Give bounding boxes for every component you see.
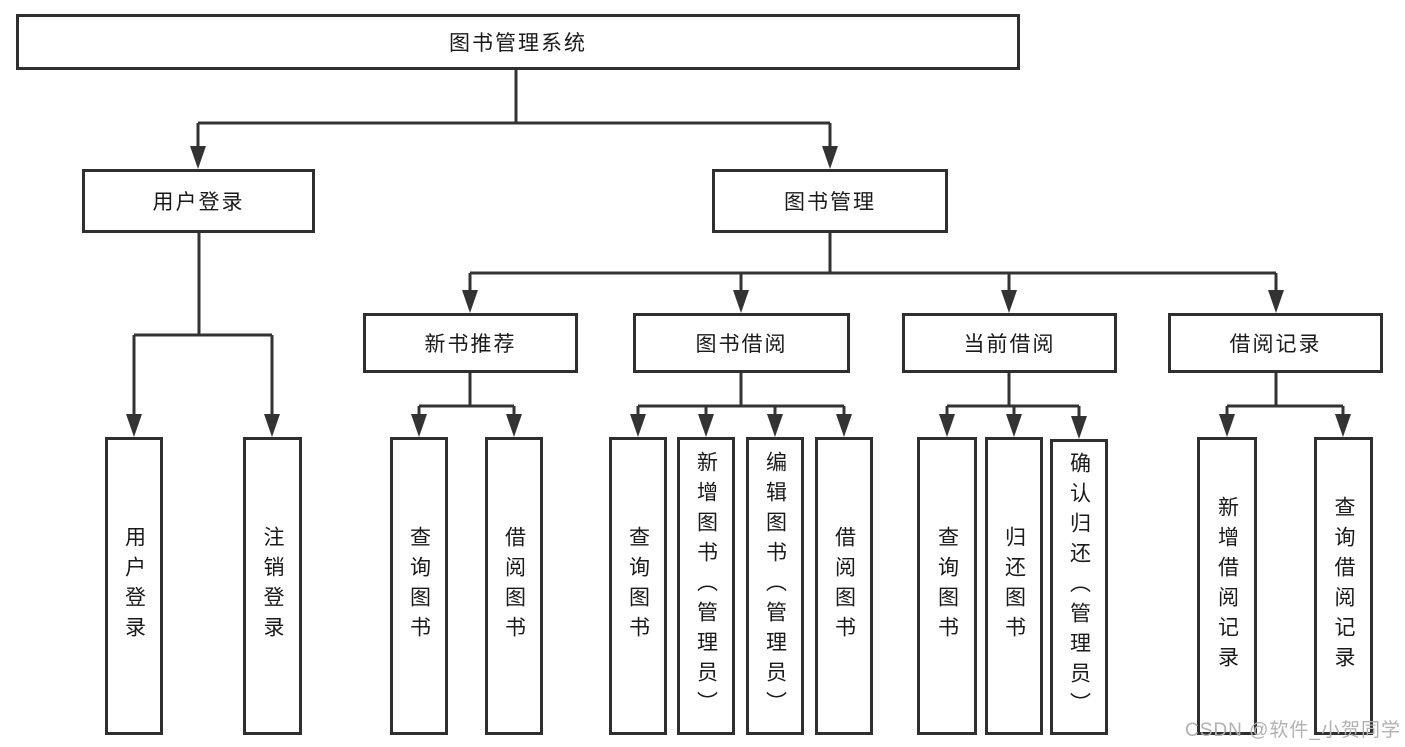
- node-borrow-books-under-recommendation: 借阅图书: [485, 437, 543, 735]
- node-label: 查询图书: [407, 526, 431, 646]
- arrowheads: [126, 146, 1351, 439]
- node-label: 查询图书: [935, 526, 959, 646]
- node-user-login-leaf: 用户登录: [105, 437, 163, 735]
- tree-edges: [132, 70, 1345, 417]
- node-logout-leaf: 注销登录: [243, 437, 302, 735]
- node-label: 当前借阅: [963, 333, 1056, 356]
- node-label: 图书管理系统: [449, 32, 587, 55]
- node-label: 借阅图书: [502, 526, 526, 646]
- node-label: 归还图书: [1002, 526, 1026, 646]
- node-borrowing-records: 借阅记录: [1168, 313, 1383, 373]
- node-label: 新书推荐: [424, 333, 517, 356]
- node-label: 用户登录: [152, 191, 245, 214]
- node-query-borrowing-record: 查询借阅记录: [1314, 437, 1373, 735]
- node-label: 编辑图书（管理员）: [763, 451, 787, 721]
- node-label: 借阅记录: [1229, 333, 1322, 356]
- node-label: 注销登录: [261, 526, 284, 646]
- node-label: 借阅图书: [832, 526, 856, 646]
- node-label: 确认归还（管理员）: [1067, 452, 1091, 722]
- node-label: 图书借阅: [695, 333, 788, 356]
- node-borrow-books-under-borrowing: 借阅图书: [815, 437, 873, 735]
- node-add-borrowing-record: 新增借阅记录: [1197, 437, 1257, 735]
- node-current-borrowing: 当前借阅: [902, 313, 1117, 373]
- node-label: 图书管理: [784, 191, 876, 214]
- node-query-books-under-current: 查询图书: [917, 437, 977, 735]
- node-edit-books-admin: 编辑图书（管理员）: [746, 437, 804, 735]
- node-user-login: 用户登录: [82, 169, 315, 233]
- node-label: 查询借阅记录: [1332, 496, 1355, 676]
- node-query-books-under-recommendation: 查询图书: [390, 437, 448, 735]
- node-label: 查询图书: [626, 526, 650, 646]
- csdn-watermark: CSDN @软件_小贺同学: [1185, 720, 1401, 741]
- node-return-books: 归还图书: [985, 437, 1043, 735]
- node-label: 新增借阅记录: [1215, 496, 1239, 676]
- node-book-borrowing: 图书借阅: [633, 313, 850, 373]
- node-label: 用户登录: [122, 526, 146, 646]
- node-confirm-return-admin: 确认归还（管理员）: [1050, 439, 1108, 735]
- node-book-management: 图书管理: [712, 169, 948, 233]
- node-label: 新增图书（管理员）: [694, 451, 718, 721]
- node-library-management-system: 图书管理系统: [16, 14, 1020, 70]
- node-query-books-under-borrowing: 查询图书: [609, 437, 667, 735]
- node-add-books-admin: 新增图书（管理员）: [677, 437, 735, 735]
- node-new-book-recommendation: 新书推荐: [363, 313, 578, 373]
